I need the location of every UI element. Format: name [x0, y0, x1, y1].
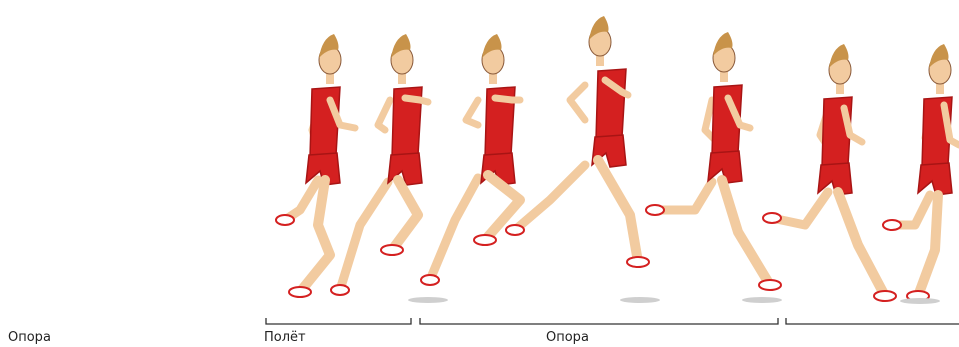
shoe	[381, 245, 403, 255]
back-leg	[655, 182, 712, 210]
front-arm	[405, 98, 428, 102]
shoe	[276, 215, 294, 225]
ground-shadow	[620, 297, 660, 303]
shoe	[763, 213, 781, 223]
shoe	[759, 280, 781, 290]
back-leg	[430, 178, 478, 280]
shoe	[883, 220, 901, 230]
front-leg	[838, 192, 885, 296]
front-arm	[495, 98, 520, 100]
shoe	[627, 257, 649, 267]
flight-phase-label: Полёт	[264, 330, 306, 345]
runner-figure	[276, 34, 355, 297]
runner-figure	[883, 44, 959, 301]
back-leg	[285, 180, 318, 220]
back-arm	[378, 100, 390, 130]
back-arm	[466, 100, 478, 125]
next-phase-bracket	[786, 318, 959, 324]
runner-figure	[506, 16, 649, 267]
ground-shadow	[900, 298, 940, 304]
back-leg	[340, 182, 388, 290]
flight-bracket	[266, 318, 411, 324]
runner-figure	[763, 44, 896, 301]
shoe	[506, 225, 524, 235]
shoe	[646, 205, 664, 215]
shoe	[421, 275, 439, 285]
runner-figure	[421, 34, 520, 285]
ground-shadow	[408, 297, 448, 303]
front-leg	[722, 180, 770, 285]
left-phase-label: Опора	[8, 330, 51, 345]
back-leg	[515, 165, 585, 230]
shoe	[331, 285, 349, 295]
runner-figure	[646, 32, 781, 290]
front-leg	[392, 180, 418, 250]
ground-shadow	[742, 297, 782, 303]
runner-sequence	[276, 16, 959, 301]
support-bracket	[420, 318, 778, 324]
shoe	[474, 235, 496, 245]
shoe	[874, 291, 896, 301]
ground-shadows	[408, 297, 940, 304]
back-arm	[570, 85, 585, 120]
phase-brackets	[266, 318, 959, 324]
runner-figure	[331, 34, 428, 295]
singlet	[596, 69, 626, 139]
shoe	[289, 287, 311, 297]
front-leg	[598, 160, 638, 262]
shorts	[918, 163, 952, 195]
support-phase-label: Опора	[546, 330, 589, 345]
